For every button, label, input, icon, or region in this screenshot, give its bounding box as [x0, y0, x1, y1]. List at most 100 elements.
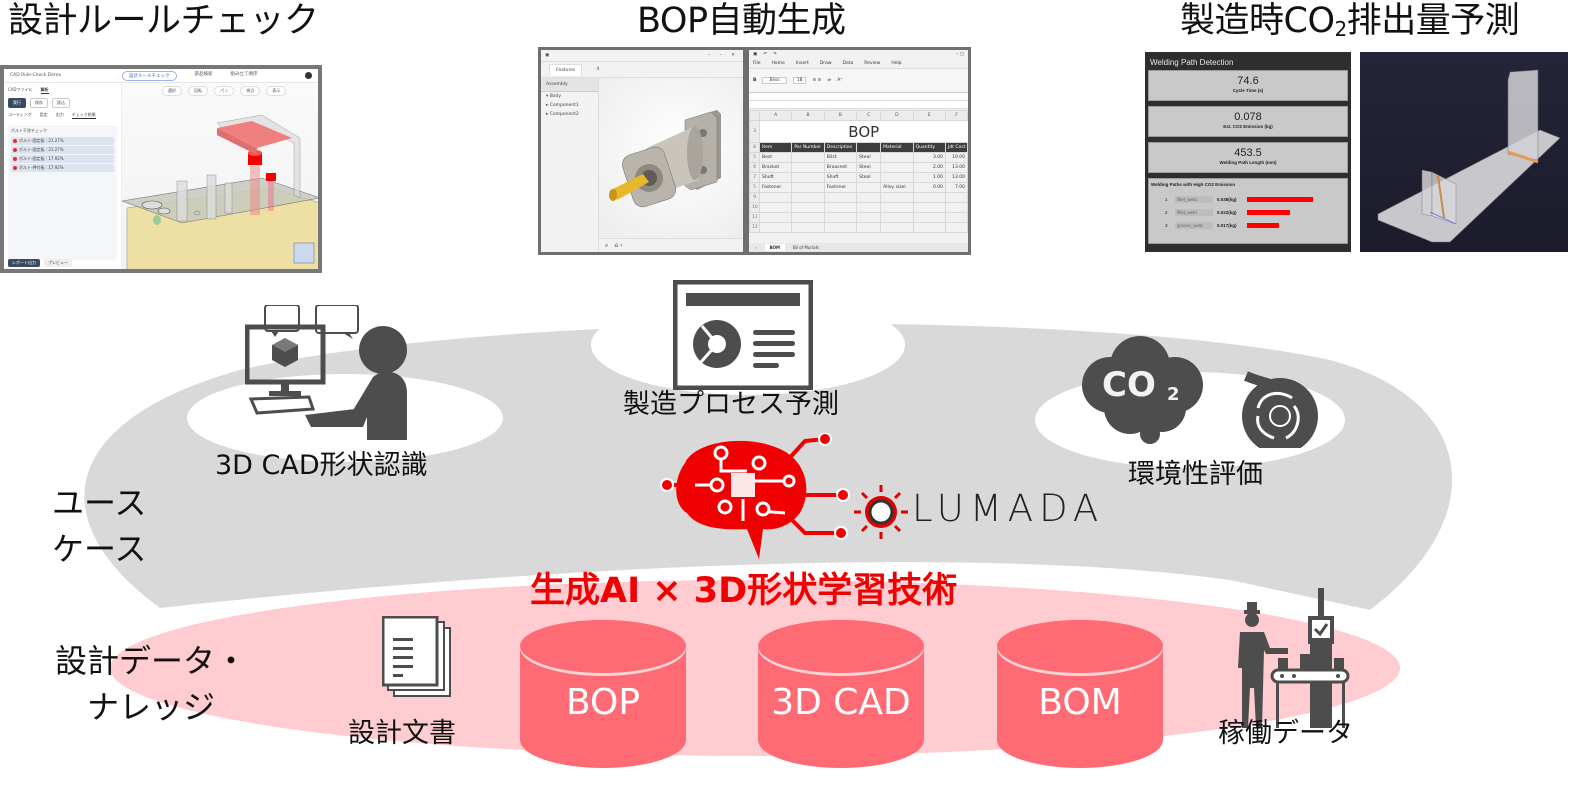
- col-letter[interactable]: E: [912, 110, 947, 121]
- col-letter[interactable]: C: [856, 110, 882, 121]
- tool-view[interactable]: 視点: [240, 86, 261, 96]
- cell[interactable]: 10.00: [945, 152, 968, 163]
- menu-data[interactable]: Data: [842, 61, 854, 66]
- window-controls[interactable]: – ▢: [956, 52, 964, 57]
- subtab-output[interactable]: 出力: [55, 112, 64, 117]
- header-cell[interactable]: Item: [758, 142, 793, 153]
- cell[interactable]: [880, 192, 914, 203]
- cell[interactable]: Best: [758, 152, 793, 163]
- header-cell[interactable]: Quantity: [912, 142, 947, 153]
- menu-review[interactable]: Review: [864, 61, 881, 66]
- tool-select[interactable]: 選択: [162, 86, 182, 96]
- nav-part-search[interactable]: 部品検索: [194, 71, 213, 77]
- cell[interactable]: Bracket: [758, 162, 793, 173]
- database-bom[interactable]: BOM: [997, 620, 1163, 770]
- cell[interactable]: 7.00: [945, 182, 968, 193]
- cell[interactable]: [791, 152, 825, 163]
- cell[interactable]: [945, 192, 968, 203]
- tool-pan[interactable]: パン: [214, 86, 235, 96]
- cell[interactable]: [880, 212, 914, 223]
- cell[interactable]: [823, 192, 858, 203]
- sheet-tab-bom[interactable]: BOM: [764, 244, 786, 251]
- cell[interactable]: [856, 202, 882, 213]
- user-avatar[interactable]: [305, 72, 312, 79]
- database-3d-cad[interactable]: 3D CAD: [758, 620, 924, 770]
- header-cell[interactable]: [856, 142, 882, 153]
- cell[interactable]: [823, 222, 858, 233]
- redo-icon[interactable]: ↷: [773, 52, 777, 57]
- weld-path-row[interactable]: 3 groove_weld 0.017(kg): [1151, 219, 1345, 232]
- search-icon[interactable]: ⌕: [605, 241, 609, 249]
- name-box[interactable]: [749, 93, 968, 101]
- cell[interactable]: [945, 212, 968, 223]
- cell[interactable]: [945, 222, 968, 233]
- nav-rule-check[interactable]: 設計ルールチェック: [122, 70, 177, 81]
- menu-home[interactable]: Home: [771, 61, 785, 66]
- cell[interactable]: Bilst: [823, 152, 858, 163]
- tab-cad-file[interactable]: CADファイル: [8, 87, 33, 92]
- header-cell[interactable]: Material: [880, 142, 914, 153]
- cell[interactable]: Shoft: [758, 172, 793, 183]
- cell[interactable]: [912, 192, 947, 203]
- cell[interactable]: [758, 222, 793, 233]
- cell[interactable]: [945, 202, 968, 213]
- tool-rotate[interactable]: 回転: [188, 86, 208, 96]
- sheet-nav-icon[interactable]: ‹: [755, 245, 757, 250]
- cell[interactable]: [758, 192, 793, 203]
- cad-viewport[interactable]: 選択 回転 パン 視点 表示: [122, 83, 318, 269]
- cell[interactable]: Braasnet: [823, 162, 858, 173]
- cell[interactable]: 3.00: [912, 152, 947, 163]
- view-icon[interactable]: ⌂ ›: [614, 242, 623, 249]
- col-letter[interactable]: A: [758, 110, 793, 121]
- cell[interactable]: [758, 202, 793, 213]
- tree-item[interactable]: ▸ Component1: [546, 103, 579, 108]
- format-icon[interactable]: A⁺: [837, 78, 843, 83]
- preview-button[interactable]: プレビュー: [44, 259, 72, 267]
- header-cell[interactable]: Jdt Cost: [945, 142, 968, 153]
- bold-icon[interactable]: B: [753, 78, 757, 83]
- tab-count[interactable]: 4: [596, 67, 600, 72]
- cell[interactable]: [880, 222, 914, 233]
- tree-item[interactable]: ▾ Body: [546, 94, 562, 99]
- window-controls[interactable]: – – ✕: [707, 53, 739, 58]
- run-button[interactable]: 実行: [8, 98, 26, 108]
- menu-file[interactable]: File: [753, 61, 761, 66]
- spreadsheet-grid[interactable]: A B B C D E F 3 BOP 8 Item Par Number De…: [749, 110, 968, 233]
- cell[interactable]: [791, 202, 825, 213]
- cell[interactable]: [791, 222, 825, 233]
- subtab-coating[interactable]: コーティング: [8, 112, 32, 117]
- undo-icon[interactable]: ↶: [763, 52, 768, 57]
- database-bop[interactable]: BOP: [520, 620, 686, 770]
- col-letter[interactable]: B: [791, 110, 825, 121]
- cell[interactable]: Steal: [856, 152, 882, 163]
- header-cell[interactable]: Par Number: [791, 142, 825, 153]
- result-item[interactable]: ボルト-押付板 : 17.92%: [11, 164, 114, 172]
- cell[interactable]: [791, 192, 825, 203]
- weld-path-row[interactable]: 2 fillet_weld 0.022(kg): [1151, 206, 1345, 219]
- result-item[interactable]: ボルト-固定板 : 21.27%: [11, 137, 114, 145]
- cell[interactable]: [912, 212, 947, 223]
- cell[interactable]: [791, 162, 825, 173]
- cell[interactable]: [856, 212, 882, 223]
- cell[interactable]: [880, 162, 914, 173]
- cell[interactable]: [912, 202, 947, 213]
- formula-bar[interactable]: [749, 101, 968, 109]
- menu-draw[interactable]: Draw: [819, 61, 832, 66]
- cell[interactable]: Shoft: [823, 172, 858, 183]
- cell[interactable]: Steel: [856, 162, 882, 173]
- weld-3d-viewport[interactable]: [1360, 52, 1568, 252]
- cell[interactable]: [880, 202, 914, 213]
- cell[interactable]: 2.00: [912, 162, 947, 173]
- cell[interactable]: [880, 152, 914, 163]
- cell[interactable]: [856, 182, 882, 193]
- sheet-tab-bill-of-materials[interactable]: Bil of Murials: [793, 245, 819, 250]
- cell[interactable]: [856, 192, 882, 203]
- nav-assembly-order[interactable]: 組み立て順序: [230, 71, 258, 77]
- cell[interactable]: [791, 172, 825, 183]
- cell[interactable]: 1.00: [912, 172, 947, 183]
- cell[interactable]: 13.00: [945, 172, 968, 183]
- weld-path-row[interactable]: 1 fillet_weld 0.038(kg): [1151, 193, 1345, 206]
- cell[interactable]: [880, 172, 914, 183]
- col-letter[interactable]: D: [880, 110, 914, 121]
- cad-3d-viewport[interactable]: [599, 78, 743, 238]
